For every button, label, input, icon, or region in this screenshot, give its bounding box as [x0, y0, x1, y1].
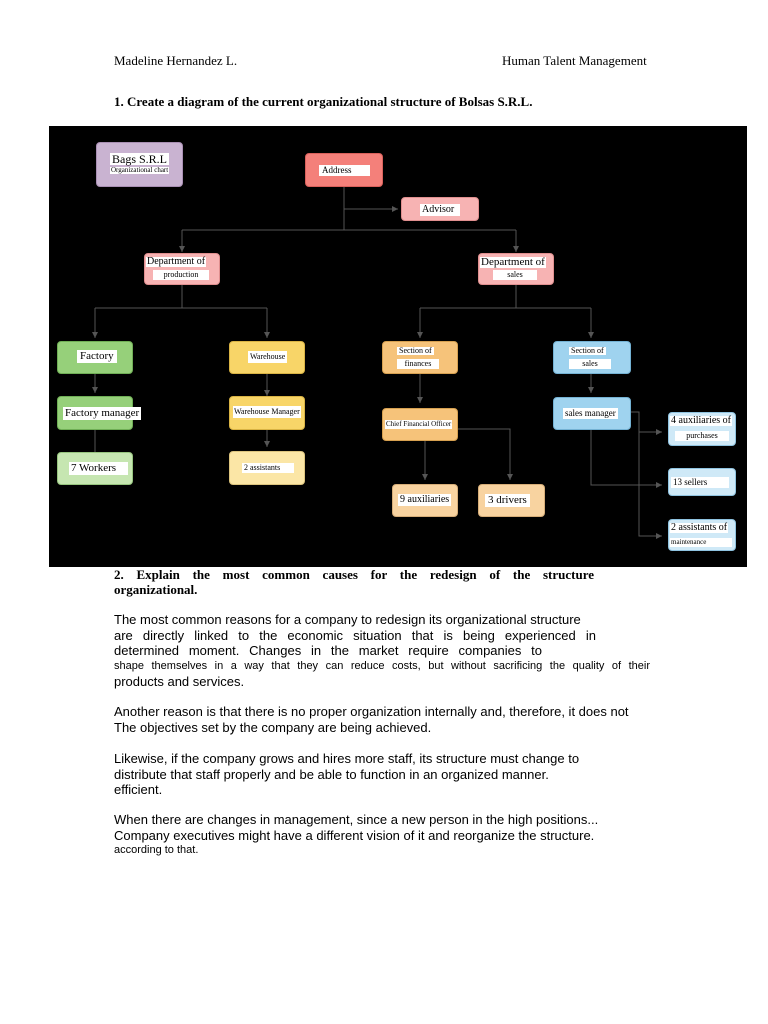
sellers-node: 13 sellers [668, 468, 736, 496]
factory-label: Factory [77, 350, 117, 363]
paragraph-4: When there are changes in management, si… [114, 812, 650, 859]
paragraph-4-line-3: according to that. [114, 844, 199, 856]
dept-sales-label-1: Department of [480, 256, 546, 268]
advisor-label: Advisor [420, 204, 460, 216]
warehouse-manager-label: Warehouse Manager [233, 406, 301, 418]
section-finances-node: Section of finances [382, 341, 458, 374]
sellers-label: 13 sellers [671, 477, 729, 488]
question-1: 1. Create a diagram of the current organ… [114, 94, 533, 109]
dept-production-label-2: production [153, 270, 209, 280]
title-label: Bags S.R.L [110, 152, 170, 166]
warehouse-node: Warehouse [229, 341, 305, 374]
purchases-label-1: 4 auxiliaries of [670, 415, 732, 426]
factory-manager-node: Factory manager [57, 396, 142, 430]
paragraph-2-line-1: Another reason is that there is no prope… [114, 704, 629, 719]
section-sales-label-1: Section of [569, 346, 606, 355]
section-sales-node: Section of sales [553, 341, 631, 374]
section-sales-label-2: sales [569, 359, 611, 369]
author-name: Madeline Hernandez L. [114, 53, 238, 68]
dept-sales-label-2: sales [493, 270, 537, 280]
purchases-node: 4 auxiliaries of purchases [668, 412, 736, 446]
cfo-node: Chief Financial Officer [382, 408, 458, 441]
paragraph-4-line-1: When there are changes in management, si… [114, 812, 599, 827]
workers-node: 7 Workers [57, 452, 133, 485]
warehouse-label: Warehouse [248, 351, 288, 363]
connector-manager-sellers [590, 430, 662, 488]
course-name: Human Talent Management [502, 53, 647, 68]
paragraph-3: Likewise, if the company grows and hires… [114, 751, 650, 798]
section-finances-label-2: finances [397, 359, 439, 369]
paragraph-2-line-2: The objectives set by the company are be… [114, 719, 432, 735]
question-2-line-1: 2. Explain the most common causes for th… [114, 567, 594, 582]
org-chart-connectors [92, 186, 662, 539]
paragraph-2: Another reason is that there is no prope… [114, 704, 650, 735]
sales-manager-node: sales manager [553, 397, 631, 430]
auxiliaries-label: 9 auxiliaries [398, 494, 452, 506]
paragraph-1-line-4: shape themselves in a way that they can … [114, 659, 650, 672]
address-label: Address [319, 165, 370, 176]
dept-production-node: Department of production [144, 253, 220, 285]
paragraph-4-line-2: Company executives might have a differen… [114, 827, 595, 843]
warehouse-manager-node: Warehouse Manager [229, 396, 305, 430]
dept-production-label-1: Department of [146, 256, 207, 267]
question-2: 2. Explain the most common causes for th… [114, 567, 594, 597]
paragraph-1-line-1: The most common reasons for a company to… [114, 612, 581, 627]
subtitle-label: Organizational chart [110, 166, 170, 174]
purchases-label-2: purchases [675, 431, 729, 441]
factory-manager-label: Factory manager [63, 407, 142, 420]
drivers-label: 3 drivers [485, 494, 530, 507]
connector-manager-maintenance [631, 411, 662, 537]
paragraph-1-line-2: are directly linked to the economic situ… [114, 627, 596, 643]
paragraph-1-line-3: determined moment. Changes in the market… [114, 643, 542, 658]
auxiliaries-node: 9 auxiliaries [392, 484, 458, 517]
advisor-node: Advisor [401, 197, 479, 221]
question-2-line-2: organizational. [114, 582, 198, 597]
factory-node: Factory [57, 341, 133, 374]
drivers-node: 3 drivers [478, 484, 545, 517]
cfo-label: Chief Financial Officer [385, 420, 453, 429]
title-node: Bags S.R.L Organizational chart [96, 142, 183, 187]
maintenance-label-2: maintenance [670, 538, 732, 547]
section-finances-label-1: Section of [397, 346, 434, 355]
address-node: Address [305, 153, 383, 187]
assistants-label: 2 assistants [242, 463, 294, 473]
paragraph-1: The most common reasons for a company to… [114, 612, 650, 690]
connector-cfo-drivers [458, 428, 513, 480]
maintenance-node: 2 assistants of maintenance [668, 519, 736, 551]
paragraph-1-line-5: products and services. [114, 674, 245, 689]
paragraph-3-line-2: distribute that staff properly and be ab… [114, 766, 549, 782]
dept-sales-node: Department of sales [478, 253, 554, 285]
assistants-node: 2 assistants [229, 451, 305, 485]
workers-label: 7 Workers [69, 462, 128, 475]
sales-manager-label: sales manager [563, 408, 618, 419]
paragraph-3-line-3: efficient. [114, 782, 163, 797]
maintenance-label-1: 2 assistants of [670, 522, 729, 533]
paragraph-3-line-1: Likewise, if the company grows and hires… [114, 751, 580, 766]
org-chart: Bags S.R.L Organizational chart Address … [49, 126, 747, 567]
